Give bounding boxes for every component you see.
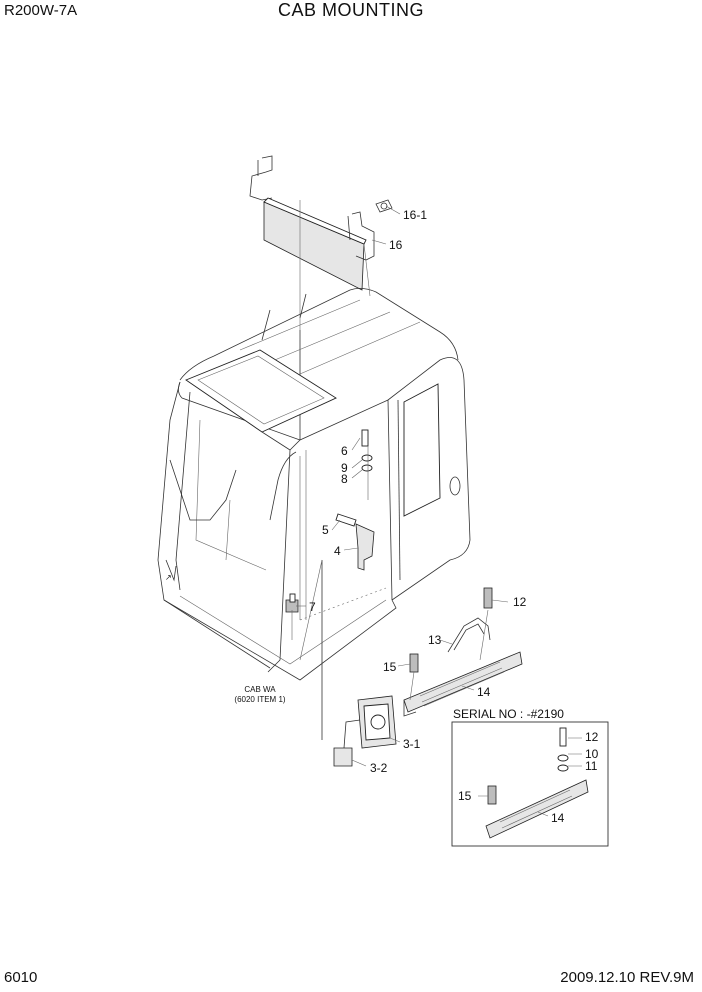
callout-16-1: 16-1: [403, 208, 427, 222]
bracket-3-2: [333, 747, 353, 767]
svg-text:↗: ↗: [165, 573, 172, 582]
bolt-6: [361, 429, 369, 447]
step-14: [403, 651, 523, 713]
revision-date: 2009.12.10 REV.9M: [560, 969, 694, 986]
callout-8: 8: [341, 472, 348, 486]
roof-window: [185, 349, 337, 433]
washer-8: [361, 464, 373, 472]
leader-lines: [291, 200, 489, 701]
callout-12: 12: [513, 595, 527, 609]
callout-3-1: 3-1: [403, 737, 421, 751]
callout-ticks: [296, 205, 509, 767]
bolt-15: [409, 653, 419, 673]
serial-inset: [451, 721, 609, 847]
page-title: CAB MOUNTING: [277, 0, 424, 20]
cab-body: ↗: [157, 288, 471, 681]
page-number: 6010: [4, 969, 38, 986]
cab-note-line1: CAB WA: [244, 685, 276, 694]
bolt-12: [483, 587, 493, 609]
washer-9: [361, 454, 373, 462]
side-window: [403, 383, 441, 517]
mirror-assembly: [321, 560, 397, 767]
step-and-handrail: [403, 587, 523, 717]
sun-visor-assembly: [249, 155, 393, 291]
callout-7: 7: [309, 600, 316, 614]
inset-callout-10: 10: [585, 747, 599, 761]
handle-4: [355, 523, 375, 571]
callout-9: 9: [341, 461, 348, 475]
callout-16: 16: [389, 238, 403, 252]
inset-frame: [451, 721, 609, 847]
sun-visor-panel: [263, 201, 365, 291]
inset-callout-14: 14: [551, 811, 565, 825]
model-code: R200W-7A: [4, 2, 78, 19]
callout-15: 15: [383, 660, 397, 674]
handrail-13: [447, 617, 491, 653]
callout-4: 4: [334, 544, 341, 558]
callout-5: 5: [322, 523, 329, 537]
inset-callout-12: 12: [585, 730, 599, 744]
visor-bolt: [375, 199, 393, 213]
callout-6: 6: [341, 444, 348, 458]
callout-14: 14: [477, 685, 491, 699]
callout-3-2: 3-2: [370, 761, 388, 775]
callout-13: 13: [428, 633, 442, 647]
cab-note-line2: (6020 ITEM 1): [234, 695, 285, 704]
serial-label: SERIAL NO : -#2190: [453, 707, 564, 721]
pin-5: [335, 513, 357, 527]
inset-callout-11: 11: [585, 759, 598, 773]
inset-callout-15: 15: [458, 789, 472, 803]
inner-fasteners: [285, 429, 375, 613]
callout-labels: 16-1 16 6 9 8 5 4 7 12 13 15 14 3-1 3-2 …: [234, 208, 598, 825]
